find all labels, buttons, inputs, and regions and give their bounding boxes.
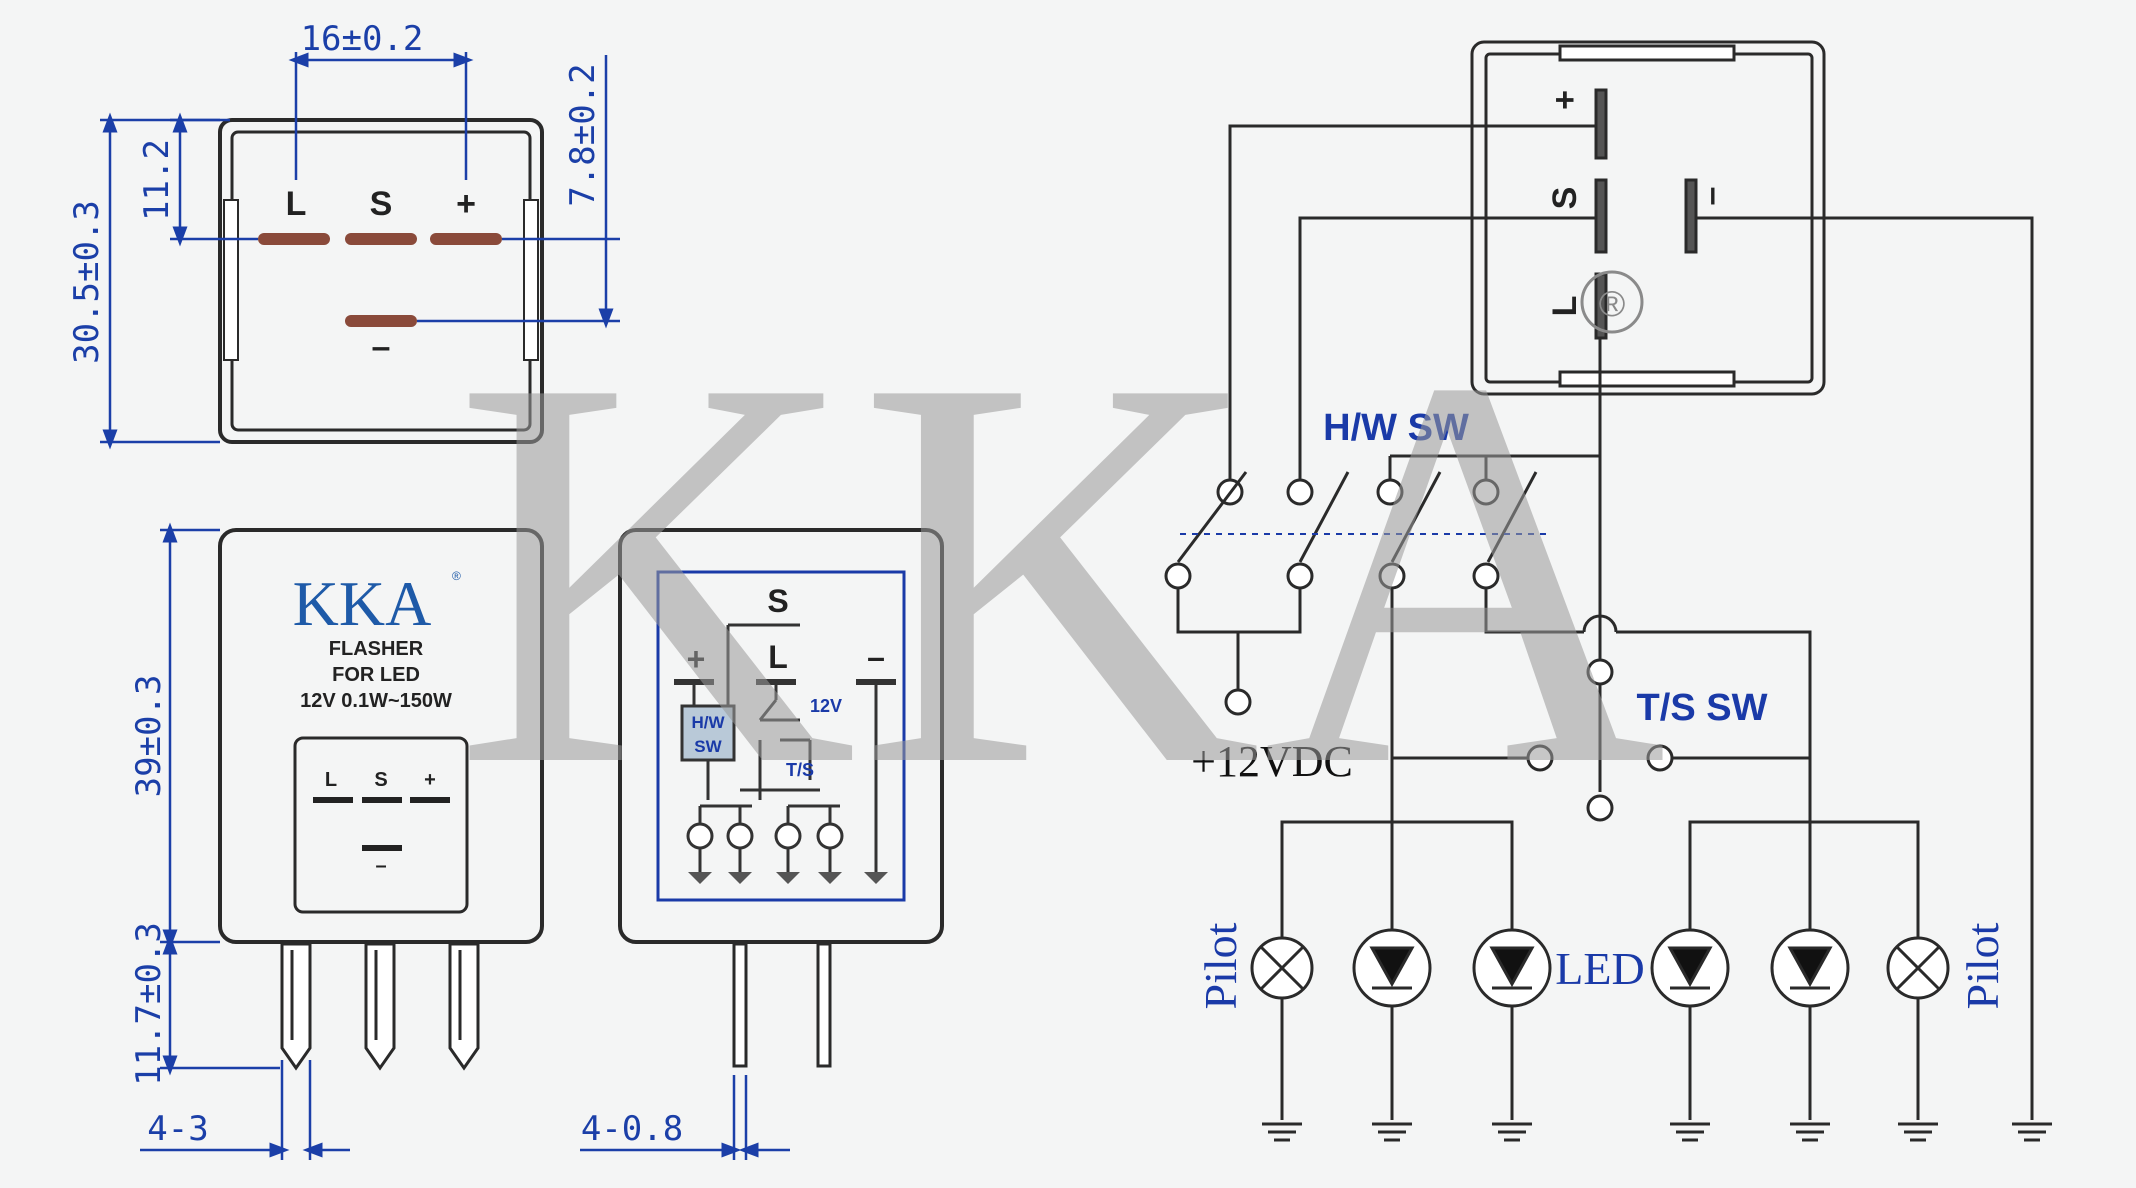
side-label-s: S (767, 583, 788, 619)
top-pin-label-ground: – (372, 328, 391, 366)
top-view: L S + – 16±0.2 30.5±0.3 11.2 7.8±0.2 (67, 19, 620, 450)
front-pin-mark-ground (362, 845, 402, 851)
schematic-label-plus: + (1546, 90, 1584, 110)
front-pin-label-s: S (374, 769, 387, 791)
front-pins (280, 942, 480, 1071)
side-label-12v: 12V (810, 696, 842, 716)
side-label-minus: – (867, 639, 885, 675)
top-offset-dim: 11.2 (137, 139, 177, 221)
schematic-pilot-right: Pilot (1957, 922, 2008, 1009)
schematic-registered: ® (1599, 283, 1626, 324)
schematic-hw-sw: H/W SW (1323, 407, 1469, 449)
front-line3: 12V 0.1W~150W (300, 690, 452, 712)
top-right-dim: 7.8±0.2 (563, 63, 603, 206)
side-label-ts: T/S (786, 760, 814, 780)
top-pin-label-plus: + (456, 185, 476, 223)
side-label-sw: SW (694, 737, 722, 756)
top-height-dim: 30.5±0.3 (67, 200, 107, 364)
front-pin-mark-l (313, 797, 353, 803)
side-dimensions (580, 1075, 790, 1160)
front-line1: FLASHER (329, 638, 424, 660)
front-pin-mark-s (362, 797, 402, 803)
side-pin-width-dim: 4-0.8 (581, 1109, 683, 1149)
front-brand: KKA (293, 568, 432, 639)
side-label-hw: H/W (691, 713, 725, 732)
side-view-body (618, 528, 944, 944)
schematic-supply: +12VDC (1191, 737, 1353, 786)
schematic-label-s: S (1546, 187, 1584, 210)
top-pin-plus (430, 233, 502, 245)
top-pin-ground (345, 315, 417, 327)
watermark: KKA (453, 262, 1666, 882)
side-label-l: L (768, 639, 788, 675)
front-line2: FOR LED (332, 664, 420, 686)
side-view-label-frame (656, 570, 906, 902)
front-ground-label: – (375, 855, 386, 877)
front-body-dim: 39±0.3 (129, 675, 169, 798)
front-pin-width-dim: 4-3 (147, 1109, 208, 1149)
schematic-ts-sw: T/S SW (1637, 687, 1768, 729)
top-view-dimensions (100, 52, 620, 450)
top-view-left-tab (223, 199, 239, 361)
top-width-dim: 16±0.2 (301, 19, 424, 59)
front-dimensions (140, 522, 350, 1160)
schematic-label-l: L (1546, 296, 1584, 317)
side-view-grounds (688, 872, 888, 884)
front-pin-label-l: L (325, 769, 337, 791)
front-label-panel (293, 736, 469, 914)
front-view-body (218, 528, 544, 944)
top-pin-l (258, 233, 330, 245)
front-pin-dim: 11.7±0.3 (129, 922, 169, 1086)
schematic-led-label: LED (1555, 943, 1644, 994)
schematic-pilot-left: Pilot (1195, 922, 1246, 1009)
front-pin-mark-plus (410, 797, 450, 803)
top-view-outer (218, 118, 544, 444)
front-pin-label-plus: + (424, 769, 436, 791)
side-pins (732, 942, 832, 1068)
side-view: S + L – H/W SW 12V T/S 4-0.8 (580, 528, 944, 1160)
front-view: KKA ® FLASHER FOR LED 12V 0.1W~150W L S … (129, 522, 544, 1160)
top-pin-label-l: L (286, 185, 307, 223)
front-registered: ® (452, 569, 461, 583)
schematic-label-minus: – (1692, 187, 1730, 206)
side-label-plus: + (687, 641, 706, 677)
top-pin-label-s: S (370, 185, 393, 223)
side-view-schematic (674, 623, 896, 880)
top-pin-s (345, 233, 417, 245)
schematic (1164, 40, 2052, 1142)
